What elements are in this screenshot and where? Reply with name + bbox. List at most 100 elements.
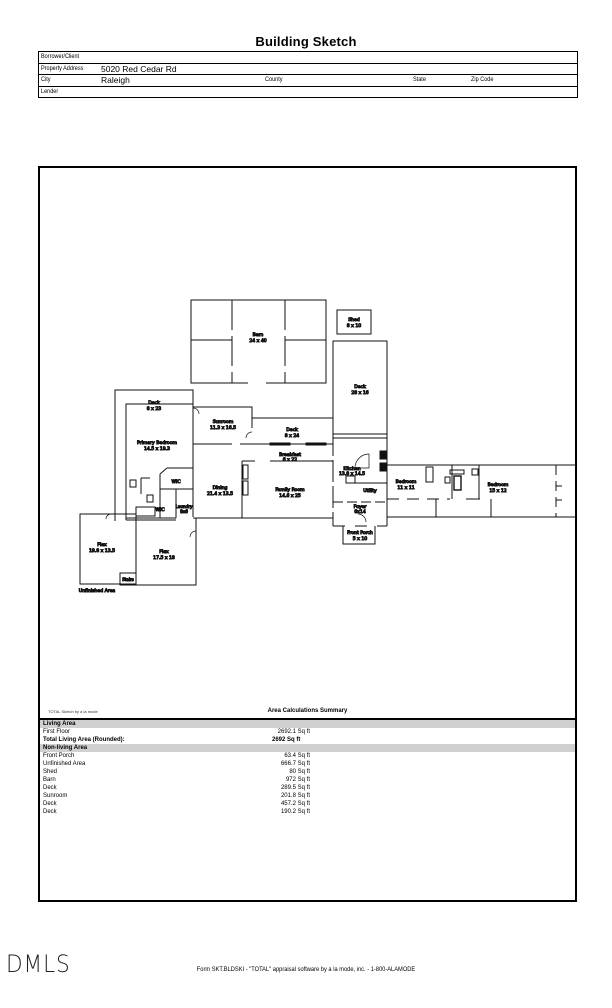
lender-row: Lender [39, 87, 577, 98]
lender-label: Lender [41, 87, 59, 95]
room-label-flex-1: Flex [97, 542, 107, 548]
summary-row-value: 666.7 Sq ft [280, 761, 310, 767]
form-footer: Form SKT.BLDSKI - "TOTAL" appraisal soft… [196, 966, 416, 973]
room-dim-flex-1: 19.8 x 13.5 [89, 548, 115, 554]
summary-row-label: Front Porch [43, 753, 75, 759]
barn: Barn 24 x 40 [190, 299, 327, 384]
room-label-dining: Dining [213, 485, 228, 491]
room-label-deck-left: Deck [148, 400, 160, 406]
room-label-laundry: Laundry [175, 504, 193, 509]
deck-large: Deck 28 x 16 [332, 340, 388, 439]
room-label-deck-large: Deck [354, 384, 366, 390]
address-value: 5020 Red Cedar Rd [101, 63, 177, 74]
borrower-row: Borrower/Client [39, 52, 577, 64]
summary-row-label: Deck [43, 809, 57, 815]
room-dim-primary-bedroom: 14.5 x 19.3 [144, 446, 170, 452]
room-label-barn: Barn [253, 332, 264, 338]
deck-left: Deck 8 x 23 [114, 389, 200, 521]
room-label-kitchen: Kitchen [343, 466, 360, 472]
room-label-flex-2: Flex [159, 549, 169, 555]
room-dim-bedroom-1: 11 x 11 [397, 485, 414, 491]
room-label-utility: Utility [363, 488, 377, 494]
total-living-row: Total Living Area (Rounded): 2692 Sq ft [40, 736, 575, 744]
room-label-bedroom-2: Bedroom [488, 482, 509, 488]
room-dim-breakfast: 6 x 22 [283, 457, 297, 463]
summary-row: Barn 972 Sq ft [40, 776, 575, 784]
room-dim-deck-left: 8 x 23 [147, 406, 161, 412]
living-area-header: Living Area [40, 720, 575, 728]
summary-title: Area Calculations Summary [267, 708, 348, 714]
room-label-unfinished: Unfinished Area [79, 588, 116, 594]
room-label-wic-2: WIC [155, 507, 164, 513]
room-dim-sunroom: 11.3 x 16.5 [210, 425, 236, 431]
summary-row: Unfinished Area 666.7 Sq ft [40, 760, 575, 768]
page-title: Building Sketch [255, 34, 357, 49]
room-dim-kitchen: 13.8 x 14.5 [339, 471, 365, 477]
area-summary: Living Area First Floor 2692.1 Sq ft Tot… [40, 718, 575, 816]
summary-row: Shed 80 Sq ft [40, 768, 575, 776]
zip-label: Zip Code [471, 76, 494, 83]
summary-row: First Floor 2692.1 Sq ft [40, 728, 575, 736]
summary-row-label: First Floor [43, 729, 70, 735]
room-dim-deck-large: 28 x 16 [351, 390, 368, 396]
room-label-foyer: Foyer [354, 504, 367, 510]
sunroom: Sunroom 11.3 x 16.5 [192, 406, 253, 439]
floor-plan-drawing: Barn 24 x 40 Shed 8 x 10 Deck 28 x 16 De… [78, 299, 582, 595]
state-label: State [413, 76, 426, 83]
room-dim-dining: 21.4 x 13.5 [207, 491, 233, 497]
summary-row-value: 457.2 Sq ft [280, 801, 310, 807]
room-label-deck-mid: Deck [286, 427, 298, 433]
summary-row-label: Sunroom [43, 793, 68, 799]
summary-row-value: 289.5 Sq ft [280, 785, 310, 791]
summary-row: Deck 289.5 Sq ft [40, 784, 575, 792]
city-label: City [41, 76, 51, 83]
room-label-primary-bedroom: Primary Bedroom [137, 440, 178, 446]
city-value: Raleigh [101, 75, 130, 85]
county-label: County [265, 76, 283, 83]
summary-row: Front Porch 63.4 Sq ft [40, 752, 575, 760]
room-dim-family-room: 14.6 x 25 [279, 493, 301, 499]
total-living-value: 2692 Sq ft [272, 737, 301, 743]
room-label-shed: Shed [348, 317, 360, 323]
room-dim-barn: 24 x 40 [249, 338, 266, 344]
room-label-breakfast: Breakfast [279, 452, 301, 458]
shed: Shed 8 x 10 [336, 309, 372, 335]
summary-row-label: Shed [43, 769, 58, 775]
summary-row-value: 2692.1 Sq ft [277, 729, 310, 735]
borrower-label: Borrower/Client [41, 53, 80, 60]
room-label-stairs: Stairs [122, 577, 133, 582]
summary-row-value: 190.2 Sq ft [280, 809, 310, 815]
property-header-table: Borrower/Client Property Address 5020 Re… [38, 51, 578, 98]
room-dim-deck-mid: 8 x 24 [285, 433, 299, 439]
room-dim-bedroom-2: 15 x 12 [489, 488, 506, 494]
east-wing: Bedroom 11 x 11 Bedroom 15 x 12 [387, 464, 582, 518]
room-label-sunroom: Sunroom [213, 419, 234, 425]
summary-row-label: Deck [43, 801, 57, 807]
summary-row-label: Deck [43, 785, 57, 791]
summary-row-label: Unfinished Area [43, 761, 86, 767]
summary-row-value: 201.8 Sq ft [280, 793, 310, 799]
summary-row-label: Barn [43, 777, 56, 783]
room-dim-laundry: 9x6 [180, 509, 188, 514]
summary-row-value: 80 Sq ft [289, 769, 310, 775]
city-row: City Raleigh County State Zip Code [39, 75, 577, 87]
room-dim-foyer: 6x14 [354, 509, 366, 515]
sketch-frame: Barn 24 x 40 Shed 8 x 10 Deck 28 x 16 De… [38, 166, 582, 902]
room-label-front-porch: Front Porch [347, 530, 373, 536]
summary-row: Deck 457.2 Sq ft [40, 800, 575, 808]
room-dim-flex-2: 17.5 x 18 [153, 555, 175, 561]
main-house: Front Porch 5 x 10 [125, 403, 388, 545]
room-label-bedroom-1: Bedroom [396, 479, 417, 485]
room-label-family-room: Family Room [275, 487, 305, 493]
address-row: Property Address 5020 Red Cedar Rd [39, 63, 577, 75]
dmls-logo: DMLS [6, 950, 71, 978]
room-dim-shed: 8 x 10 [347, 323, 361, 329]
summary-row: Sunroom 201.8 Sq ft [40, 792, 575, 800]
deck-mid: Deck 8 x 24 [252, 417, 334, 444]
room-label-wic-1: WIC [171, 479, 180, 485]
total-living-label: Total Living Area (Rounded): [43, 737, 125, 743]
summary-row-value: 972 Sq ft [285, 777, 310, 783]
summary-row: Deck 190.2 Sq ft [40, 808, 575, 816]
unfinished-area: Flex 19.8 x 13.5 Flex 17.5 x 18 Stairs U… [78, 513, 197, 595]
summary-row-value: 63.4 Sq ft [284, 753, 310, 759]
